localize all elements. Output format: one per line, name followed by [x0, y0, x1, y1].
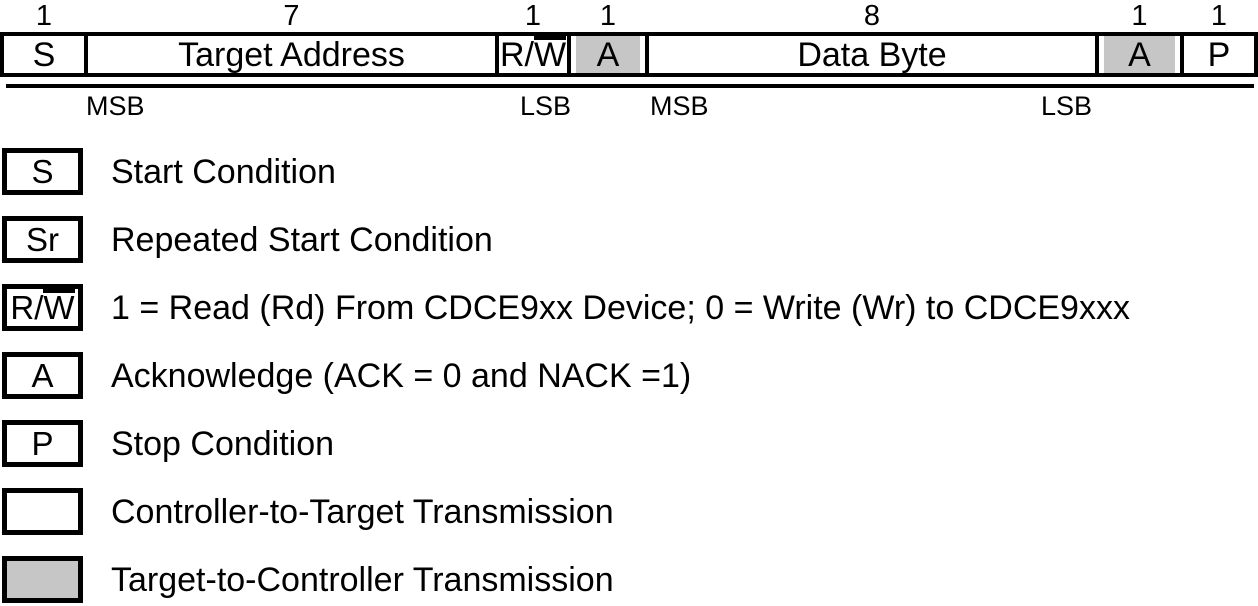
legend-row-controller-to-target: Controller-to-Target Transmission — [2, 488, 1130, 535]
frame-underline — [6, 84, 1254, 88]
legend-text-read-write: 1 = Read (Rd) From CDCE9xx Device; 0 = W… — [111, 288, 1130, 327]
frame-cell-data-byte: Data Byte — [649, 36, 1099, 73]
rw-prefix: R/ — [499, 35, 534, 74]
bit-count-ack-2: 1 — [1131, 0, 1148, 32]
legend-row-repeated-start: Sr Repeated Start Condition — [2, 216, 1130, 263]
frame-cell-ack-2: A — [1099, 36, 1184, 73]
legend-row-stop: P Stop Condition — [2, 420, 1130, 467]
bit-count-target-address: 7 — [283, 0, 300, 32]
frame-cell-stop: P — [1207, 35, 1231, 74]
bit-count-start: 1 — [35, 0, 53, 32]
legend-text-target-to-controller: Target-to-Controller Transmission — [111, 560, 614, 599]
frame-row: S Target Address R/W A Data Byte A P — [0, 32, 1258, 77]
legend-text-acknowledge: Acknowledge (ACK = 0 and NACK =1) — [111, 356, 692, 395]
rw-overlined-w: W — [533, 35, 567, 74]
bit-count-stop: 1 — [1210, 0, 1228, 32]
legend-box-repeated-start: Sr — [2, 216, 83, 263]
legend-box-stop: P — [2, 420, 83, 467]
frame-cell-start: S — [4, 36, 88, 73]
legend-box-read-write: R/W — [2, 284, 83, 331]
frame-cell-read-write: R/W — [499, 35, 571, 74]
frame-cell-target-address: Target Address — [88, 36, 499, 73]
legend-text-repeated-start: Repeated Start Condition — [111, 220, 493, 259]
legend-row-read-write: R/W 1 = Read (Rd) From CDCE9xx Device; 0… — [2, 284, 1130, 331]
address-msb-label: MSB — [86, 91, 145, 121]
legend-row-acknowledge: A Acknowledge (ACK = 0 and NACK =1) — [2, 352, 1130, 399]
bit-count-read-write: 1 — [524, 0, 542, 32]
legend-rw-overlined-w: W — [43, 289, 75, 326]
legend-rw-prefix: R/ — [10, 289, 44, 326]
bit-count-row: 1 7 1 1 8 1 1 — [0, 0, 1254, 31]
legend-box-target-to-controller — [2, 556, 83, 603]
data-msb-label: MSB — [650, 91, 709, 121]
frame-cell-ack-1: A — [571, 36, 649, 73]
legend-text-start: Start Condition — [111, 152, 336, 191]
bit-count-data-byte: 8 — [863, 0, 881, 32]
data-lsb-label: LSB — [1041, 91, 1093, 121]
legend-box-acknowledge: A — [2, 352, 83, 399]
bit-count-ack-1: 1 — [599, 0, 617, 32]
legend-box-start: S — [2, 148, 83, 195]
legend-row-target-to-controller: Target-to-Controller Transmission — [2, 556, 1130, 603]
legend-row-start: S Start Condition — [2, 148, 1130, 195]
legend: S Start Condition Sr Repeated Start Cond… — [2, 148, 1130, 603]
legend-box-controller-to-target — [2, 488, 83, 535]
address-lsb-label: LSB — [520, 91, 572, 121]
legend-text-controller-to-target: Controller-to-Target Transmission — [111, 492, 614, 531]
legend-text-stop: Stop Condition — [111, 424, 335, 463]
